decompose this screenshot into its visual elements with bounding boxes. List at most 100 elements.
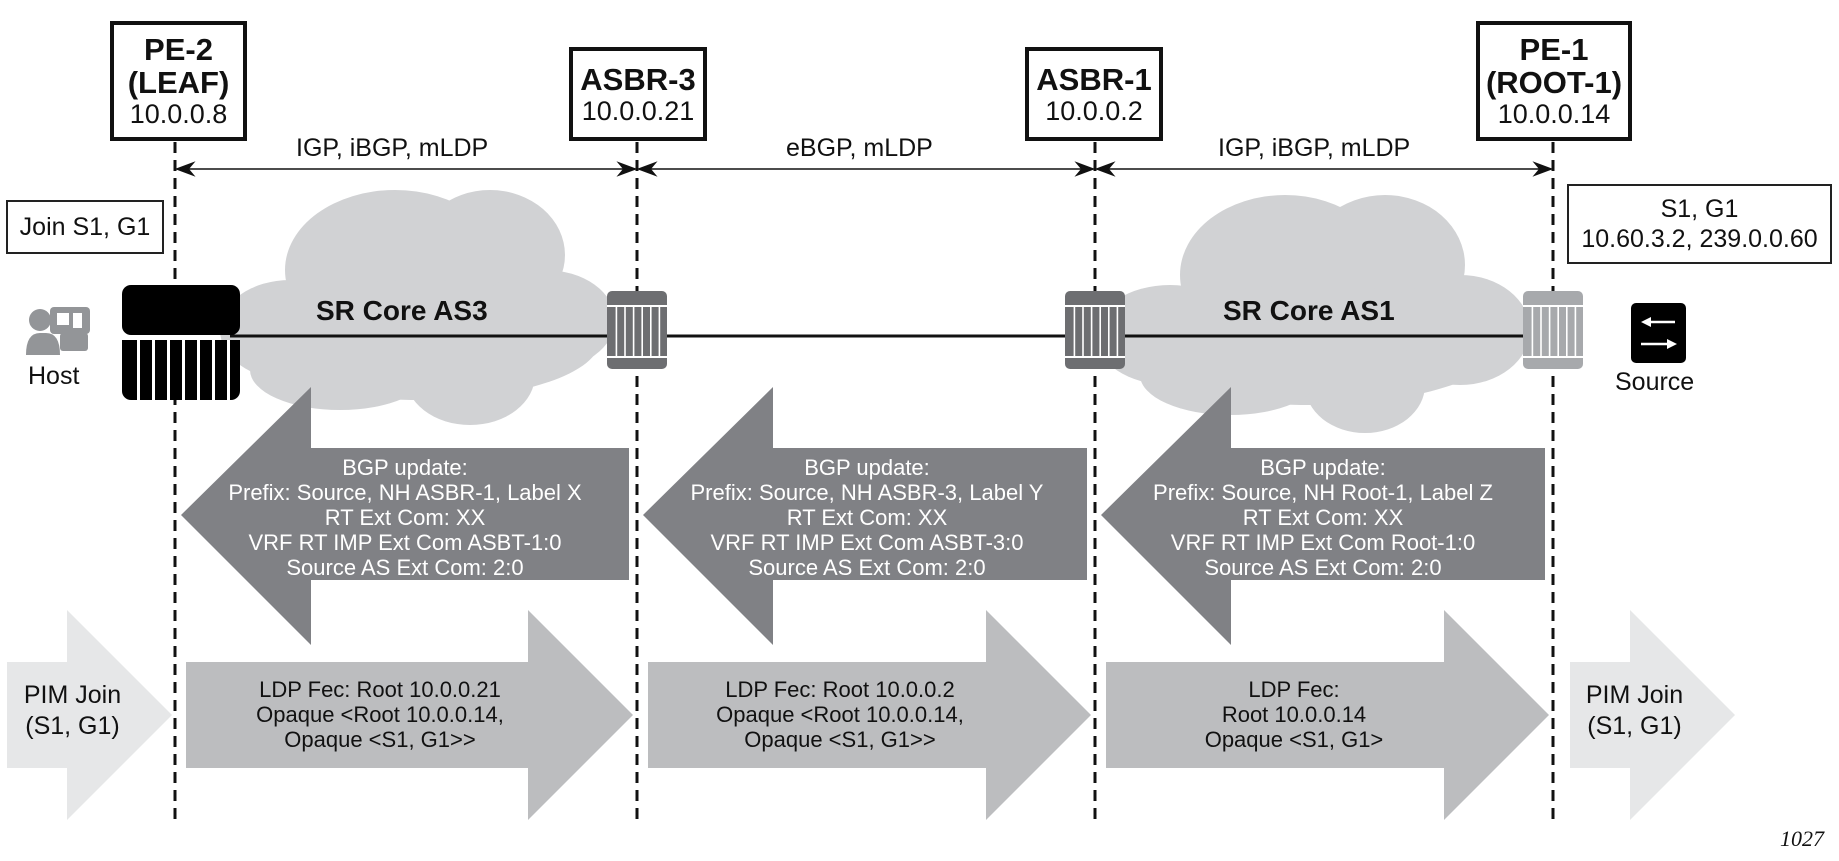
router-slot <box>1099 307 1101 356</box>
router-stripe <box>1523 356 1583 358</box>
source-icon[interactable] <box>1631 303 1686 363</box>
figure-number: 1027 <box>1780 826 1824 851</box>
ldp-line: Opaque <S1, G1> <box>1204 727 1384 752</box>
router-slot <box>1082 307 1084 356</box>
ldp-fec-arrow-1 <box>186 610 633 820</box>
pim-line: PIM Join <box>1585 681 1684 709</box>
segment-label-2: eBGP, mLDP <box>786 134 933 162</box>
ldp-fec-arrow-3 <box>1106 610 1549 820</box>
ldp-fec-text-1: LDP Fec: Root 10.0.0.21 Opaque <Root 10.… <box>200 677 560 752</box>
arrowhead-left-icon <box>636 161 658 177</box>
pim-join-arrow-right <box>1570 610 1735 820</box>
source-group-line1: S1, G1 <box>1660 195 1739 223</box>
router-stripe <box>607 356 667 358</box>
router-slot <box>1531 307 1534 356</box>
arrowhead-right-icon <box>616 161 638 177</box>
node-pe1[interactable]: PE-1 (ROOT-1) 10.0.0.14 <box>1476 21 1632 141</box>
ldp-line: LDP Fec: <box>1248 677 1340 702</box>
node-name: PE-2 <box>144 32 213 67</box>
router-slot <box>650 307 652 356</box>
router-body <box>607 291 667 369</box>
node-asbr1[interactable]: ASBR-1 10.0.0.2 <box>1025 47 1163 141</box>
router-slot <box>641 307 643 356</box>
router-slot <box>1090 307 1093 356</box>
arrowhead-left-icon <box>1094 161 1116 177</box>
ldp-line: Root 10.0.0.14 <box>1221 702 1367 727</box>
router-slot <box>1108 307 1110 356</box>
router-stripe <box>1065 356 1125 358</box>
pim-join-text-left: PIM Join (S1, G1) <box>10 680 135 742</box>
arrowhead-left-icon <box>174 161 196 177</box>
bgp-line: BGP update: <box>1260 455 1386 480</box>
bgp-update-text-3: BGP update: Prefix: Source, NH Root-1, L… <box>1098 455 1548 580</box>
pim-line: (S1, G1) <box>1587 712 1682 740</box>
ldp-fec-text-3: LDP Fec: Root 10.0.0.14 Opaque <S1, G1> <box>1114 677 1474 752</box>
segment-label-3: IGP, iBGP, mLDP <box>1218 134 1411 162</box>
cloud-as3 <box>220 190 615 425</box>
bgp-line: Source AS Ext Com: 2:0 <box>1204 555 1442 580</box>
router-stripe <box>1065 305 1125 307</box>
bgp-line: VRF RT IMP Ext Com Root-1:0 <box>1170 530 1476 555</box>
bgp-line: BGP update: <box>342 455 468 480</box>
bgp-line: Prefix: Source, NH ASBR-3, Label Y <box>690 480 1044 505</box>
source-group-note: S1, G1 10.60.3.2, 239.0.0.60 <box>1567 184 1832 264</box>
cloud-label-as3: SR Core AS3 <box>316 295 488 326</box>
pim-line: (S1, G1) <box>25 712 120 740</box>
bgp-line: BGP update: <box>804 455 930 480</box>
bgp-line: RT Ext Com: XX <box>786 505 948 530</box>
router-asbr1[interactable] <box>1065 291 1125 369</box>
host-icon[interactable] <box>26 307 90 355</box>
node-role: (LEAF) <box>127 65 230 100</box>
router-slot <box>1566 307 1568 356</box>
pim-line: PIM Join <box>23 681 122 709</box>
node-ip: 10.0.0.2 <box>1045 95 1143 126</box>
router-stripe <box>1523 305 1583 307</box>
bgp-update-arrow-2 <box>643 387 1087 645</box>
source-label: Source <box>1615 368 1695 396</box>
node-ip: 10.0.0.21 <box>581 95 695 126</box>
router-slot <box>1574 307 1577 356</box>
bgp-update-text-2: BGP update: Prefix: Source, NH ASBR-3, L… <box>642 455 1092 580</box>
bgp-update-text-1: BGP update: Prefix: Source, NH ASBR-1, L… <box>180 455 630 580</box>
bgp-line: Source AS Ext Com: 2:0 <box>286 555 524 580</box>
router-pe1[interactable] <box>1523 291 1583 369</box>
router-body <box>1065 291 1125 369</box>
ldp-line: Opaque <S1, G1>> <box>744 727 936 752</box>
router-asbr3[interactable] <box>607 291 667 369</box>
host-label: Host <box>28 362 80 390</box>
router-stripe <box>607 305 667 307</box>
segment-label-1: IGP, iBGP, mLDP <box>296 134 489 162</box>
bgp-line: Source AS Ext Com: 2:0 <box>748 555 986 580</box>
pim-join-text-right: PIM Join (S1, G1) <box>1572 680 1697 742</box>
node-asbr3[interactable]: ASBR-3 10.0.0.21 <box>569 47 707 141</box>
bgp-line: RT Ext Com: XX <box>1242 505 1404 530</box>
join-note-text: Join S1, G1 <box>19 213 151 241</box>
ldp-line: LDP Fec: Root 10.0.0.21 <box>259 677 501 702</box>
node-name: PE-1 <box>1519 32 1589 67</box>
node-ip: 10.0.0.14 <box>1497 99 1611 129</box>
ldp-line: LDP Fec: Root 10.0.0.2 <box>725 677 955 702</box>
router-slot <box>1116 307 1119 356</box>
arrowhead-right-icon <box>1532 161 1554 177</box>
ldp-line: Opaque <Root 10.0.0.14, <box>716 702 964 727</box>
pim-join-arrow-left <box>7 610 172 820</box>
router-slot <box>632 307 635 356</box>
router-slot <box>1548 307 1551 356</box>
source-group-line2: 10.60.3.2, 239.0.0.60 <box>1581 225 1818 253</box>
arrowhead-right-icon <box>1074 161 1096 177</box>
bgp-update-arrow-1 <box>181 387 629 645</box>
router-slot <box>1540 307 1542 356</box>
ldp-line: Opaque <S1, G1>> <box>284 727 476 752</box>
ldp-fec-text-2: LDP Fec: Root 10.0.0.2 Opaque <Root 10.0… <box>660 677 1020 752</box>
router-slot <box>1073 307 1076 356</box>
node-role: (ROOT-1) <box>1485 65 1623 100</box>
ldp-line: Opaque <Root 10.0.0.14, <box>256 702 504 727</box>
cloud-as1 <box>1095 195 1530 433</box>
join-note: Join S1, G1 <box>6 200 164 254</box>
router-body <box>1523 291 1583 369</box>
bgp-update-arrow-3 <box>1101 387 1545 645</box>
node-pe2[interactable]: PE-2 (LEAF) 10.0.0.8 <box>110 21 247 141</box>
bgp-line: Prefix: Source, NH ASBR-1, Label X <box>228 480 582 505</box>
router-pe2[interactable] <box>122 285 240 400</box>
ldp-fec-arrow-2 <box>648 610 1091 820</box>
